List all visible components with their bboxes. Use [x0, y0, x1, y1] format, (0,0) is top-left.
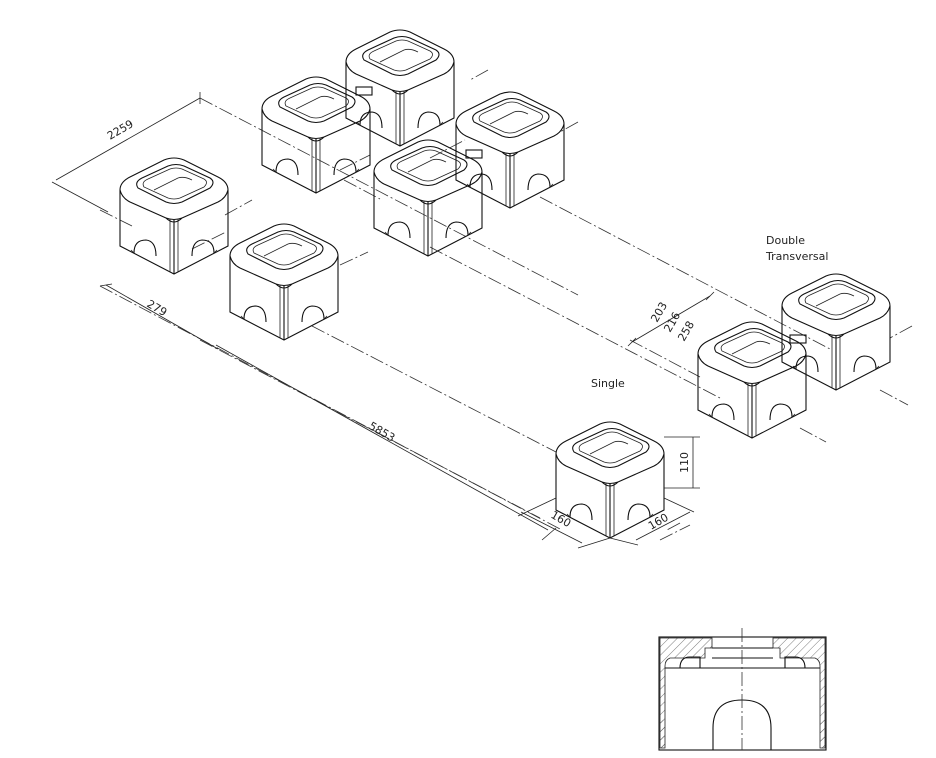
dim-5853: 5853 [367, 419, 398, 444]
center-lines [99, 69, 913, 541]
block-left-2 [229, 223, 339, 341]
block-back-1 [345, 29, 455, 147]
connector-double [789, 334, 807, 344]
connector-back-1 [355, 86, 373, 96]
dim-279: 279 [145, 297, 170, 319]
label-transversal: Transversal [765, 250, 828, 263]
block-left-1 [119, 157, 229, 275]
label-single: Single [591, 377, 625, 390]
dim-2259: 2259 [105, 117, 136, 142]
connector-back-3 [465, 149, 483, 159]
block-back-2 [261, 76, 371, 194]
section-view [658, 628, 827, 751]
dim-110: 110 [678, 452, 691, 473]
label-double: Double [766, 234, 805, 247]
dimension-lines [51, 92, 715, 549]
dim-160-left: 160 [549, 508, 574, 530]
